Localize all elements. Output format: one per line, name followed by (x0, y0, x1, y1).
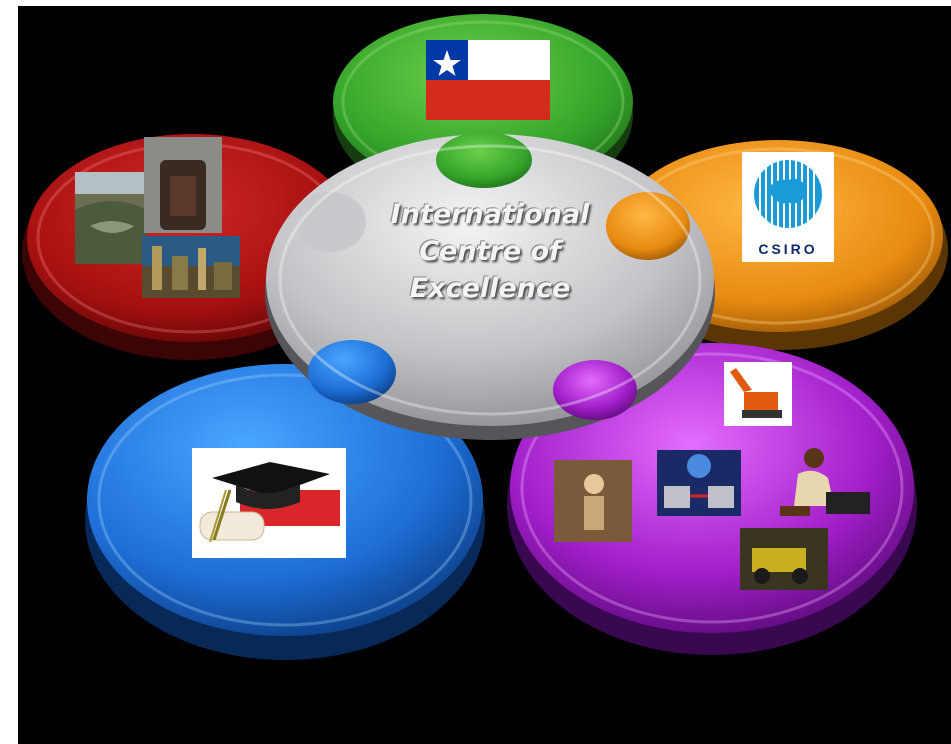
network-computers-icon (657, 450, 741, 516)
red-socket (294, 192, 366, 252)
center-title-line1: International (390, 199, 590, 230)
green-tab (436, 132, 532, 188)
excavator-icon (724, 362, 792, 426)
chile-flag-icon (426, 40, 550, 120)
underground-worker-photo (554, 460, 632, 542)
open-pit-mine-photo (75, 172, 147, 264)
person-with-laptop-icon (780, 448, 870, 516)
tunnel-photo (144, 137, 222, 233)
processing-plant-photo (142, 236, 240, 298)
blue-tab (308, 340, 396, 404)
center-title-line2: Centre of (419, 236, 561, 267)
mining-loader-photo (740, 528, 828, 590)
graduation-cap-diploma-icon (192, 448, 346, 558)
purple-tab (553, 360, 637, 420)
center-title: International Centre of Excellence (380, 196, 600, 307)
center-title-line3: Excellence (409, 273, 571, 304)
csiro-logo-icon: CSIRO (742, 152, 834, 262)
csiro-logo-text: CSIRO (758, 241, 817, 257)
orange-tab (606, 192, 690, 260)
center-piece (265, 132, 715, 440)
